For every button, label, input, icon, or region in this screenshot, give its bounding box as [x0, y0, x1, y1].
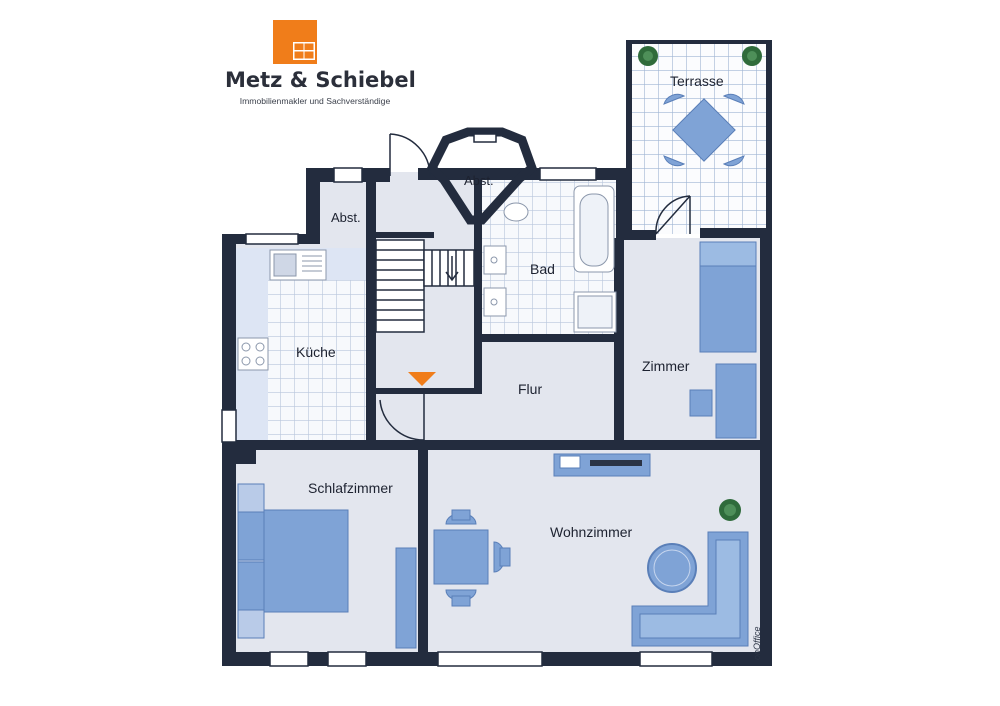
- room-label-terrasse: Terrasse: [670, 73, 724, 89]
- house-logo-icon: [273, 20, 317, 64]
- wohnzimmer-furniture: [433, 453, 749, 647]
- room-labels: Terrasse Abst. Abst. Bad Küche Zimmer Fl…: [296, 73, 724, 540]
- doors: [379, 133, 691, 441]
- stairs-arrow-icon: [408, 372, 436, 386]
- staircase: [375, 239, 475, 333]
- company-tagline: Immobilienmakler und Sachverständige: [239, 96, 391, 106]
- walls: [222, 40, 772, 666]
- kitchen-fixtures: [237, 249, 327, 371]
- windows: [221, 133, 713, 667]
- company-name: Metz & Schiebel: [225, 68, 416, 92]
- room-label-bad: Bad: [530, 261, 555, 277]
- plant-icon: [638, 46, 762, 521]
- room-label-flur: Flur: [518, 381, 542, 397]
- room-label-zimmer: Zimmer: [642, 358, 690, 374]
- bathroom-fixtures: [483, 185, 617, 333]
- room-label-kueche: Küche: [296, 344, 336, 360]
- terrace-furniture: [663, 93, 745, 167]
- room-label-wohnzimmer: Wohnzimmer: [550, 524, 633, 540]
- company-logo: Metz & Schiebel Immobilienmakler und Sac…: [225, 18, 416, 106]
- room-label-schlafzimmer: Schlafzimmer: [308, 480, 393, 496]
- schlafzimmer-furniture: [237, 483, 417, 649]
- room-label-abst-left: Abst.: [331, 210, 361, 225]
- room-label-abst-top: Abst.: [464, 173, 494, 188]
- zimmer-furniture: [689, 241, 757, 439]
- onoffice-watermark: onOffice: [752, 626, 762, 660]
